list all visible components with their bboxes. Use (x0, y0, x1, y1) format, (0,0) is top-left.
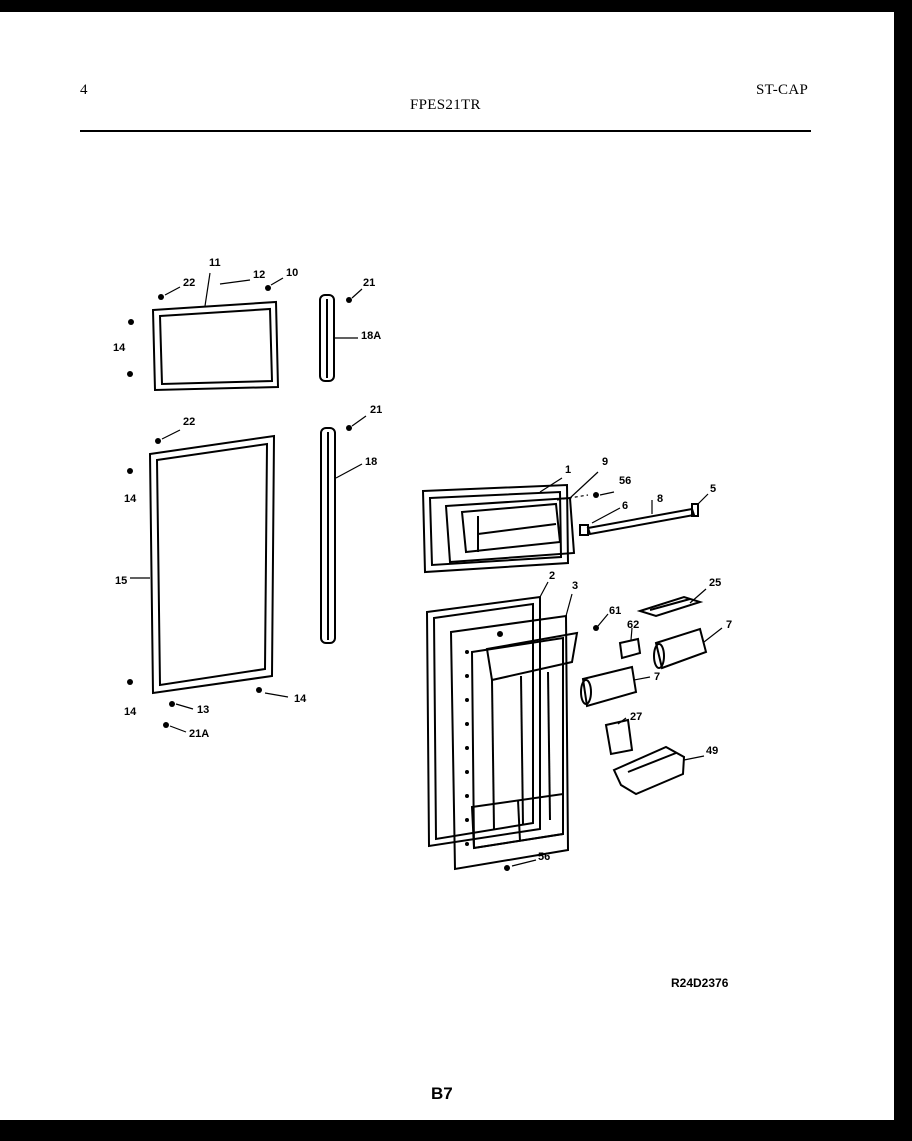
fresh-food-gasket (148, 434, 276, 695)
callout-12: 12 (253, 269, 265, 281)
callout-61: 61 (609, 605, 621, 617)
callout-15: 15 (115, 575, 127, 587)
freezer-gasket (151, 300, 280, 392)
parts-sheet: 4 FPES21TR ST-CAP (0, 12, 894, 1120)
door-bucket (612, 745, 686, 796)
page-code: B7 (431, 1084, 453, 1103)
callout-14: 14 (294, 693, 307, 705)
callout-21: 21 (363, 277, 375, 289)
door-bin-lower (580, 665, 638, 708)
fresh-food-door-liner (449, 614, 579, 871)
callout-22: 22 (183, 416, 195, 428)
callout-21: 21 (370, 404, 382, 416)
callout-56: 56 (538, 851, 550, 863)
fresh-food-door-outer (425, 595, 541, 848)
exploded-parts-diagram: 22 11 12 10 21 18A 14 22 21 18 14 15 14 … (113, 257, 732, 871)
callout-2: 2 (549, 570, 555, 582)
fasteners (127, 285, 599, 871)
section-code: ST-CAP (756, 82, 809, 98)
door-bin-upper (653, 627, 708, 670)
callout-27: 27 (630, 711, 642, 723)
callout-14: 14 (113, 342, 126, 354)
callout-25: 25 (709, 577, 721, 589)
callout-7: 7 (726, 619, 732, 631)
callout-56: 56 (619, 475, 631, 487)
dairy-cover (618, 637, 642, 660)
callout-14: 14 (124, 706, 137, 718)
dairy-door (604, 718, 634, 756)
callout-49: 49 (706, 745, 718, 757)
callout-14: 14 (124, 493, 137, 505)
header-rule (80, 130, 811, 132)
freezer-shelf (460, 502, 562, 554)
callout-7: 7 (654, 671, 660, 683)
shelf-rod (579, 503, 699, 536)
page-number: 4 (80, 82, 88, 98)
freezer-handle (319, 294, 335, 382)
callout-18: 18 (365, 456, 377, 468)
leader-lines (130, 272, 723, 867)
fresh-food-handle (320, 427, 336, 644)
callout-13: 13 (197, 704, 209, 716)
callout-10: 10 (286, 267, 298, 279)
callout-9: 9 (602, 456, 608, 468)
callout-11: 11 (209, 257, 221, 269)
model-number: FPES21TR (410, 97, 481, 113)
drawing-reference: R24D2376 (671, 976, 729, 990)
callout-22: 22 (183, 277, 195, 289)
callout-1: 1 (565, 464, 571, 476)
callout-5: 5 (710, 483, 716, 495)
callout-18a: 18A (361, 330, 381, 342)
callout-3: 3 (572, 580, 578, 592)
callout-21a: 21A (189, 728, 209, 740)
callout-62: 62 (627, 619, 639, 631)
freezer-door-panel (421, 483, 576, 574)
callout-6: 6 (622, 500, 628, 512)
callout-8: 8 (657, 493, 663, 505)
callouts: 22 11 12 10 21 18A 14 22 21 18 14 15 14 … (113, 257, 732, 863)
egg-tray (636, 595, 704, 618)
